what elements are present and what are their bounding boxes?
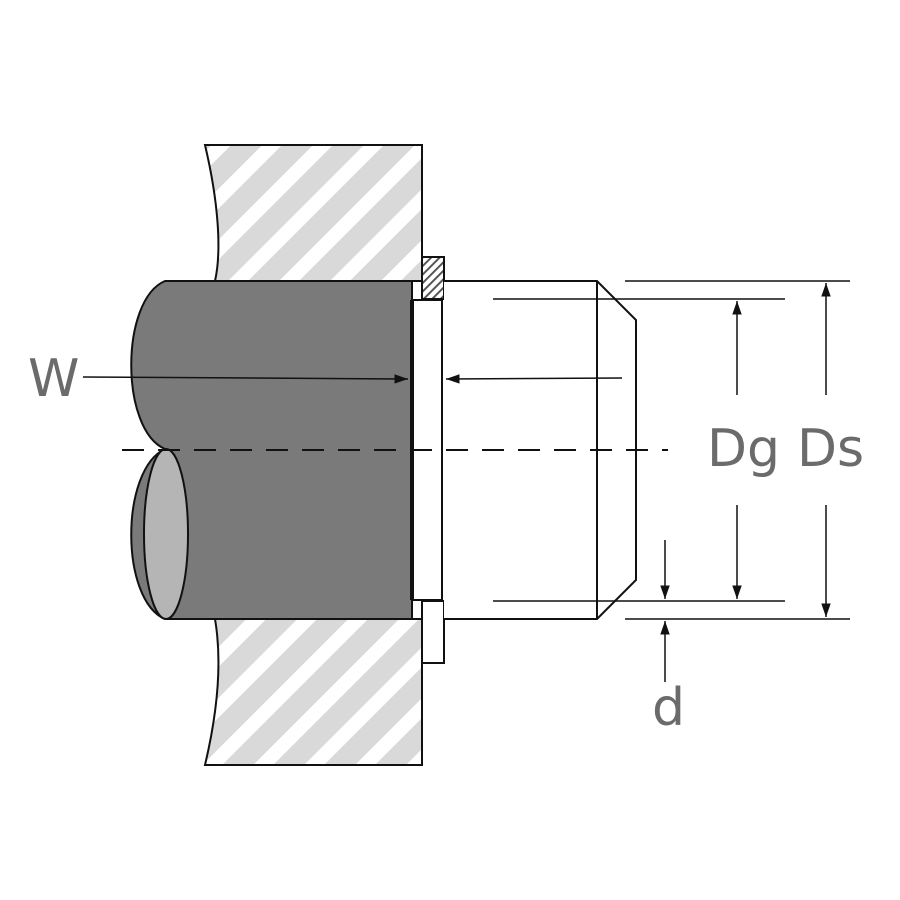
w-arrow-right	[82, 374, 409, 384]
shaft-break-face	[143, 448, 189, 620]
housing-top-section	[203, 144, 423, 282]
ring-lug-top-hatched	[421, 256, 445, 300]
housing-bottom-section	[203, 618, 423, 766]
label-d: d	[652, 678, 685, 738]
w-arrow-left	[445, 374, 623, 384]
ring-lug-bottom	[421, 600, 445, 664]
label-ds: Ds	[797, 419, 864, 479]
label-dg: Dg	[707, 419, 780, 479]
label-w: W	[28, 349, 79, 409]
